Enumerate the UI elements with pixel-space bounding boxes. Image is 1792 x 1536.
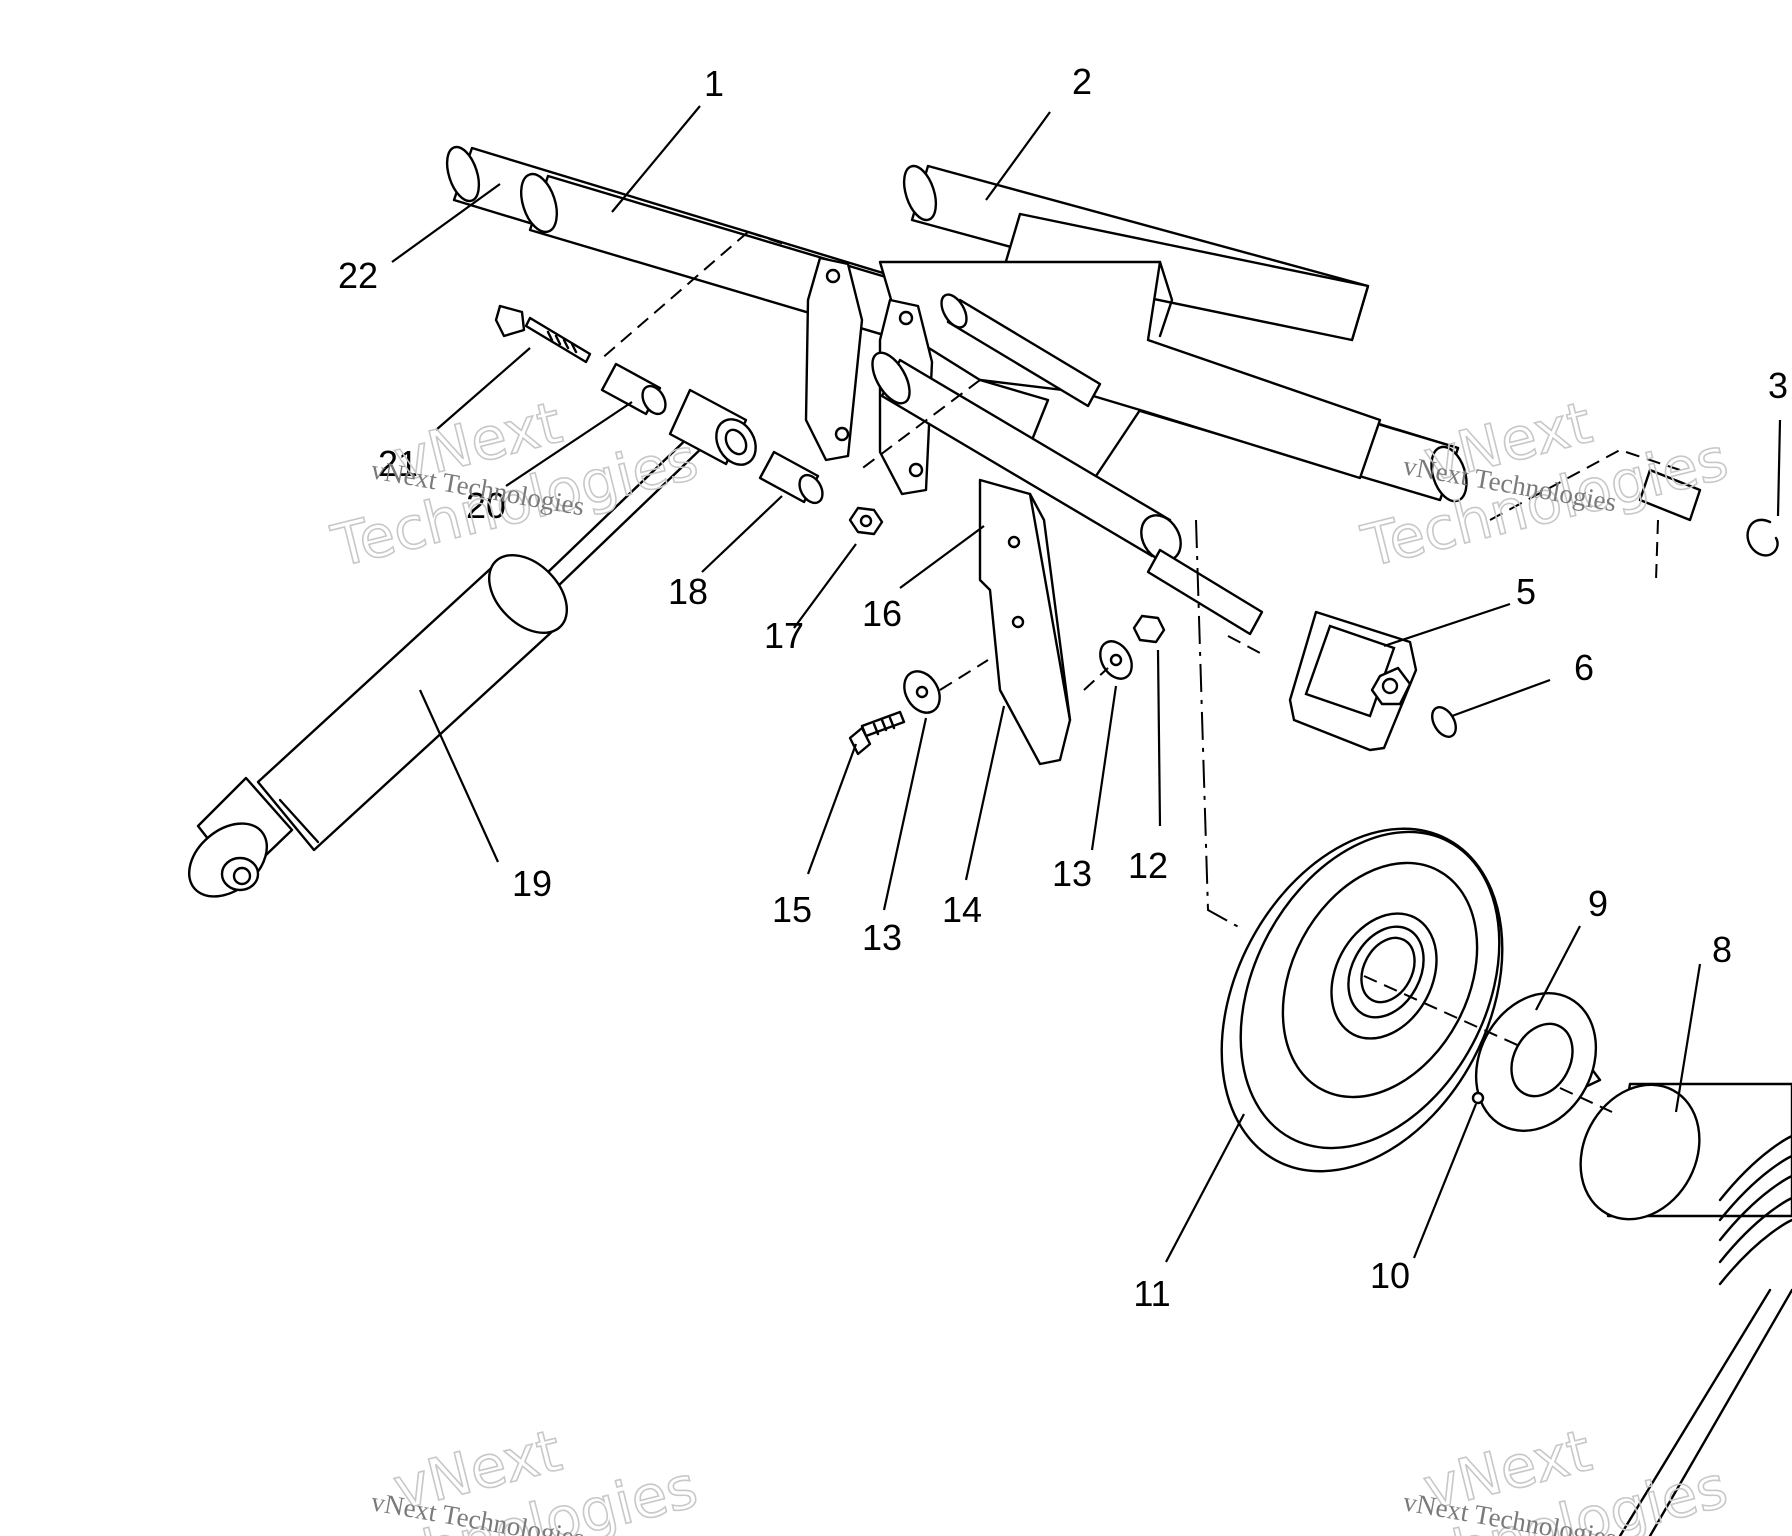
washer-13-right bbox=[1099, 640, 1133, 680]
spring-shaft-8 bbox=[1579, 1082, 1792, 1536]
callout-13-left: 13 bbox=[862, 917, 902, 958]
callout-11: 11 bbox=[1133, 1273, 1170, 1314]
clip-3 bbox=[1638, 468, 1779, 557]
bushing-20 bbox=[600, 362, 667, 416]
assembly-lines bbox=[599, 231, 1681, 1113]
collar-9 bbox=[1471, 992, 1602, 1132]
callout-9: 9 bbox=[1588, 883, 1608, 924]
idler-bracket bbox=[978, 478, 1072, 766]
callout-17: 17 bbox=[764, 615, 804, 656]
callout-8: 8 bbox=[1712, 929, 1732, 970]
pivot-tube bbox=[871, 293, 1264, 636]
callout-labels: 1 2 3 5 6 8 9 10 11 12 13 13 14 15 16 17… bbox=[338, 61, 1788, 1314]
callout-21: 21 bbox=[378, 443, 418, 484]
callout-12: 12 bbox=[1128, 845, 1168, 886]
callout-6: 6 bbox=[1574, 647, 1594, 688]
block-5 bbox=[1288, 610, 1418, 752]
callout-2: 2 bbox=[1072, 61, 1092, 102]
callout-3: 3 bbox=[1768, 365, 1788, 406]
ring-6 bbox=[1431, 706, 1457, 738]
bolt-21 bbox=[494, 304, 592, 364]
front-shaft bbox=[902, 164, 1370, 342]
leader-lines bbox=[391, 105, 1782, 1263]
callout-5: 5 bbox=[1516, 571, 1536, 612]
nut-12 bbox=[1132, 614, 1166, 644]
bushing-shock-eye bbox=[668, 388, 757, 466]
washer-13-left bbox=[903, 670, 941, 714]
nut-17 bbox=[848, 506, 884, 536]
spacer-18 bbox=[758, 450, 824, 505]
idler-wheel-11 bbox=[1220, 827, 1504, 1173]
callout-16: 16 bbox=[862, 593, 902, 634]
bolt-15 bbox=[848, 710, 906, 756]
callout-22: 22 bbox=[338, 255, 378, 296]
shock-absorber bbox=[187, 428, 710, 898]
callout-14: 14 bbox=[942, 889, 982, 930]
callout-18: 18 bbox=[668, 571, 708, 612]
callout-19: 19 bbox=[512, 863, 552, 904]
callout-10: 10 bbox=[1370, 1255, 1410, 1296]
callout-13-right: 13 bbox=[1052, 853, 1092, 894]
callout-20: 20 bbox=[466, 485, 506, 526]
callout-15: 15 bbox=[772, 889, 812, 930]
callout-1: 1 bbox=[704, 63, 724, 104]
